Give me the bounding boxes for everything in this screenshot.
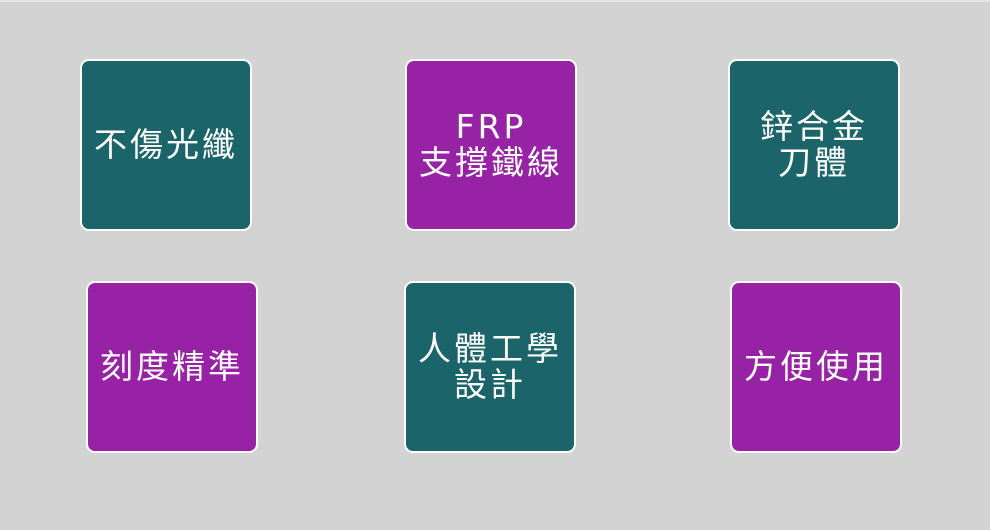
feature-tile-no-fiber-damage: 不傷光纖 [80, 59, 252, 231]
feature-tile-frp-support-wire: FRP 支撐鐵線 [405, 59, 577, 231]
top-divider [0, 0, 990, 2]
feature-label: 刻度精準 [100, 347, 244, 386]
feature-label: 人體工學 設計 [418, 329, 562, 404]
feature-label: 鋅合金 刀體 [760, 107, 868, 182]
feature-label: FRP 支撐鐵線 [419, 107, 563, 182]
feature-label: 不傷光纖 [94, 125, 238, 164]
feature-tile-precise-scale: 刻度精準 [86, 281, 258, 453]
feature-label: 方便使用 [744, 347, 888, 386]
feature-tile-easy-to-use: 方便使用 [730, 281, 902, 453]
feature-tile-ergonomic-design: 人體工學 設計 [404, 281, 576, 453]
feature-tile-zinc-alloy-blade: 鋅合金 刀體 [728, 59, 900, 231]
